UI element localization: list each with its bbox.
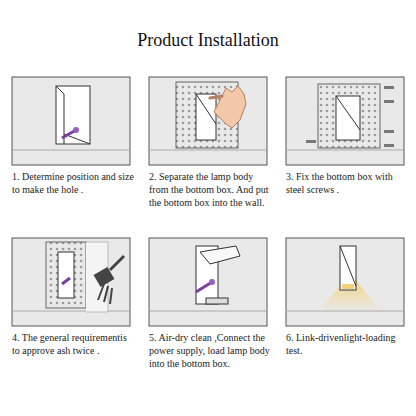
step-caption: 3. Fix the bottom box with steel screws …: [286, 170, 408, 196]
step-caption: 2. Separate the lamp body from the botto…: [149, 170, 271, 209]
step-caption: 6. Link-drivenlight-loading test.: [286, 331, 408, 357]
page-title: Product Installation: [0, 30, 416, 51]
step-caption: 5. Air-dry clean ,Connect the power supp…: [149, 331, 271, 370]
step-caption: 4. The general requirementis to approve …: [12, 331, 134, 357]
step-caption: 1. Determine position and size to make t…: [12, 170, 134, 196]
